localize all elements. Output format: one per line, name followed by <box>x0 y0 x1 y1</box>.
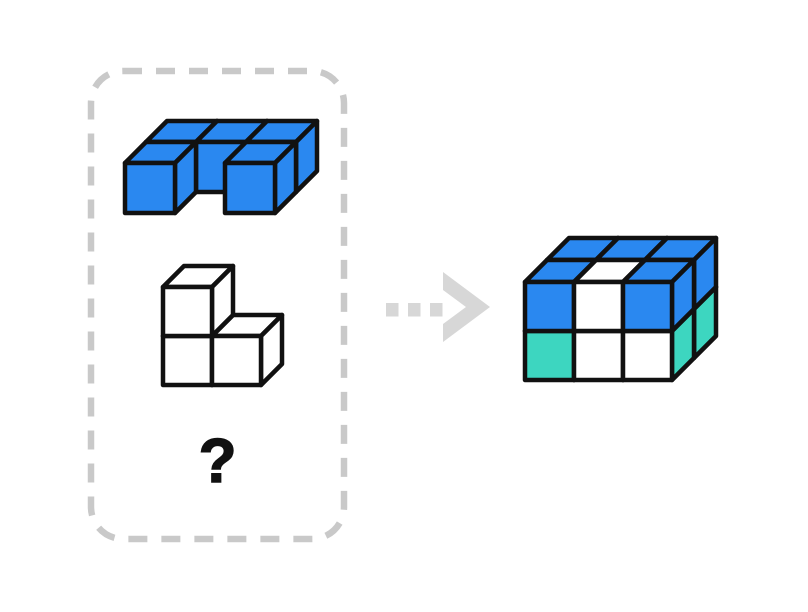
white-piece-cube-face-front <box>160 284 215 339</box>
arrow-dash <box>408 303 421 317</box>
result-block-cube-face-front <box>571 279 626 334</box>
arrow-head <box>443 272 490 342</box>
blue-piece-cube-face-front <box>122 160 178 216</box>
result-block-cube-face-front <box>571 328 626 383</box>
result-block-cube-face-front <box>620 279 675 334</box>
result-block-cube-face-front <box>522 328 577 383</box>
white-piece-cube-face-front <box>209 333 264 388</box>
blue-piece-cube-face-front <box>222 160 278 216</box>
arrow-right-icon <box>386 272 490 342</box>
result-block-cube-face-front <box>522 279 577 334</box>
arrow-dash <box>430 303 443 317</box>
question-panel-border <box>87 67 348 543</box>
result-figure <box>522 235 719 383</box>
arrow-dash <box>386 303 399 317</box>
result-block-cube-face-front <box>620 328 675 383</box>
white-piece-figure <box>160 263 285 388</box>
white-piece-cube-face-front <box>160 333 215 388</box>
blue-piece-figure <box>122 118 320 216</box>
question-mark: ? <box>198 427 237 497</box>
